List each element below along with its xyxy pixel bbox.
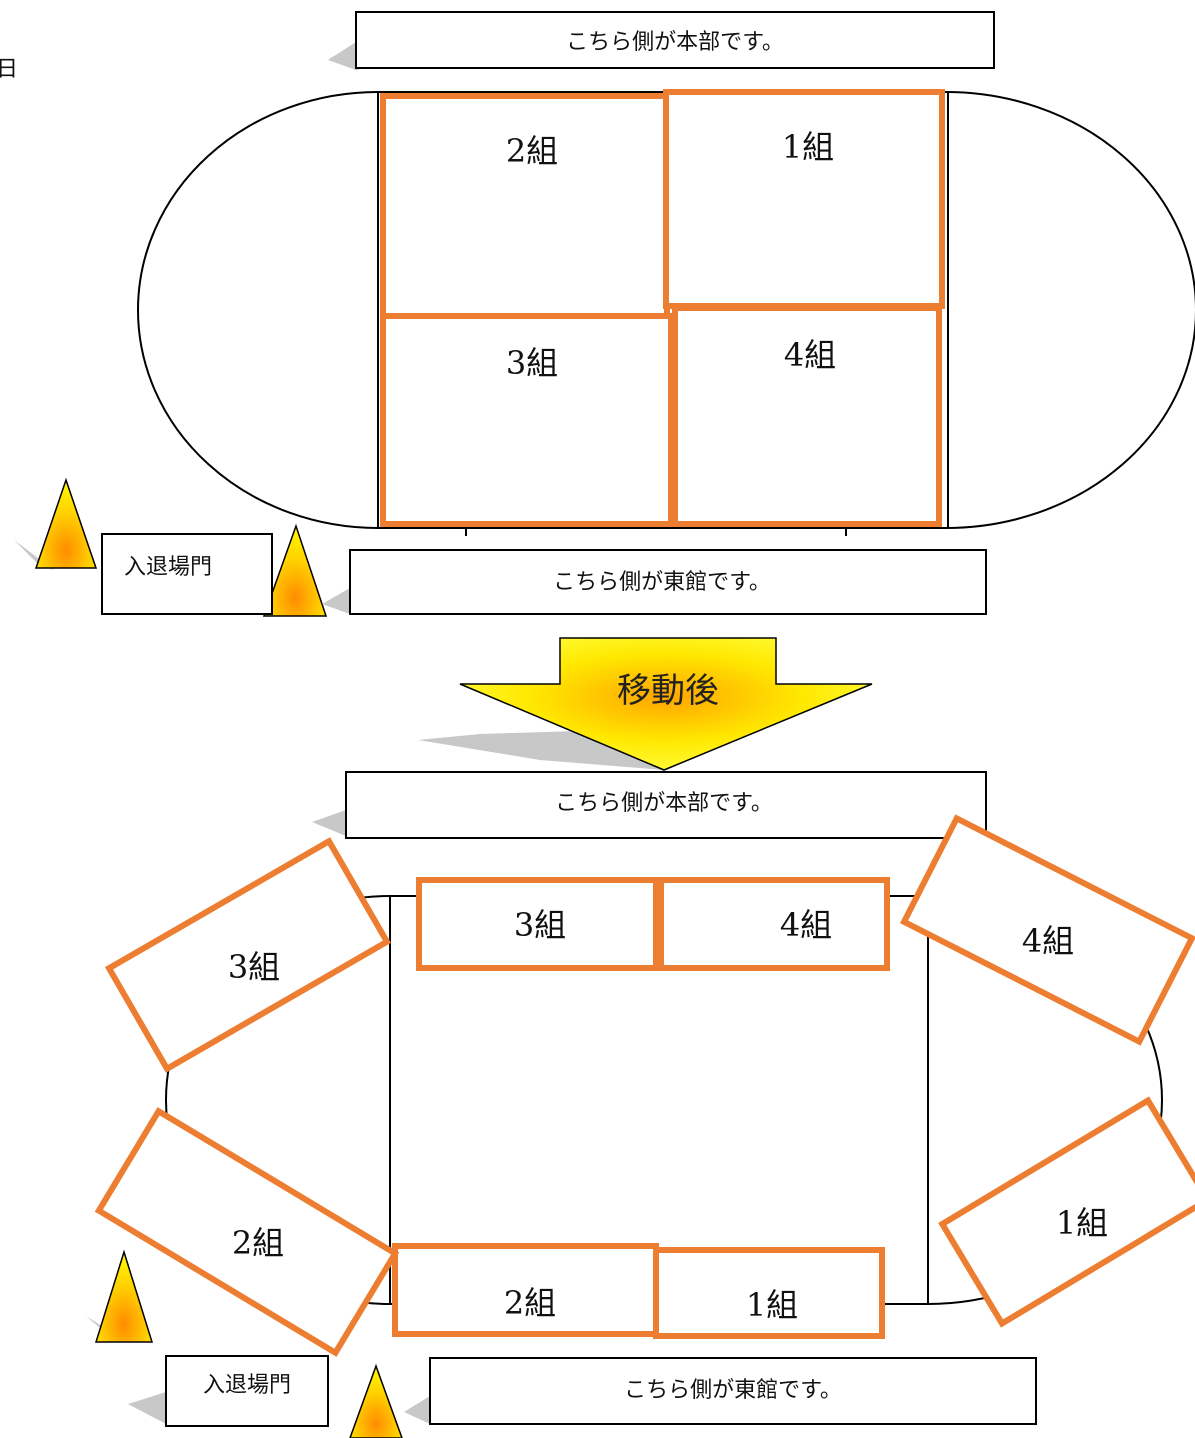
zone-label: 2組: [506, 132, 558, 170]
move-arrow: 移動後: [418, 637, 873, 771]
arrow-label: 移動後: [617, 671, 719, 711]
down-arrow-icon: [459, 637, 873, 771]
hq-label-shadow: [312, 810, 346, 836]
gate-label: 入退場門: [203, 1373, 291, 1398]
zone-box: [900, 814, 1195, 1046]
east-label-shadow: [322, 588, 350, 614]
hq-label-shadow-2: [328, 42, 356, 70]
track-oval: [137, 91, 1195, 529]
zone-box: [380, 313, 674, 527]
gate-label-shadow: [128, 1392, 166, 1424]
zone-box: [94, 1107, 400, 1357]
zone-box: [392, 1243, 659, 1337]
zone-label: 3組: [228, 948, 280, 986]
zone-box: [104, 837, 392, 1073]
hq-label-box: [355, 11, 995, 69]
cone-icon: [262, 523, 328, 617]
hq-label: こちら側が本部です。: [566, 30, 784, 55]
zone-box: [938, 1096, 1195, 1328]
gate-label-box: [165, 1355, 329, 1427]
zone-box: [416, 877, 659, 971]
corner-mark: 日: [0, 57, 18, 82]
zone-label: 3組: [506, 344, 558, 382]
east-label: こちら側が東館です。: [553, 570, 771, 595]
zone-label: 4組: [780, 906, 832, 944]
east-label: こちら側が東館です。: [624, 1378, 842, 1403]
cone-icon: [94, 1249, 154, 1343]
cone-icon: [34, 477, 98, 569]
zone-label: 1組: [1056, 1204, 1108, 1242]
zone-label: 4組: [784, 336, 836, 374]
before-layout: こちら側が本部です。 2組 1組 3組 4組 入退場門 こちら側が東館です。: [14, 11, 1195, 617]
zone-box: [658, 877, 890, 971]
zone-label: 3組: [514, 906, 566, 944]
east-label-box: [349, 549, 987, 615]
gate-label-box: [101, 533, 273, 615]
hq-label: こちら側が本部です。: [555, 791, 773, 816]
zone-box: [380, 93, 670, 319]
zone-box: [653, 1247, 885, 1339]
zone-box: [663, 89, 945, 309]
after-layout: こちら側が本部です。 3組 4組 2組 1組 3組 4組 2組 1組: [86, 771, 1195, 1438]
zone-label: 2組: [232, 1224, 284, 1262]
zone-label: 2組: [504, 1284, 556, 1322]
hq-label-box: [345, 771, 987, 839]
zone-label: 1組: [746, 1286, 798, 1324]
zone-label: 1組: [782, 128, 834, 166]
east-label-shadow: [404, 1396, 430, 1424]
zone-label: 4組: [1022, 922, 1074, 960]
gate-label: 入退場門: [124, 555, 212, 580]
zone-box: [672, 305, 942, 527]
cone-icon: [349, 1363, 403, 1438]
east-label-box: [429, 1357, 1037, 1425]
